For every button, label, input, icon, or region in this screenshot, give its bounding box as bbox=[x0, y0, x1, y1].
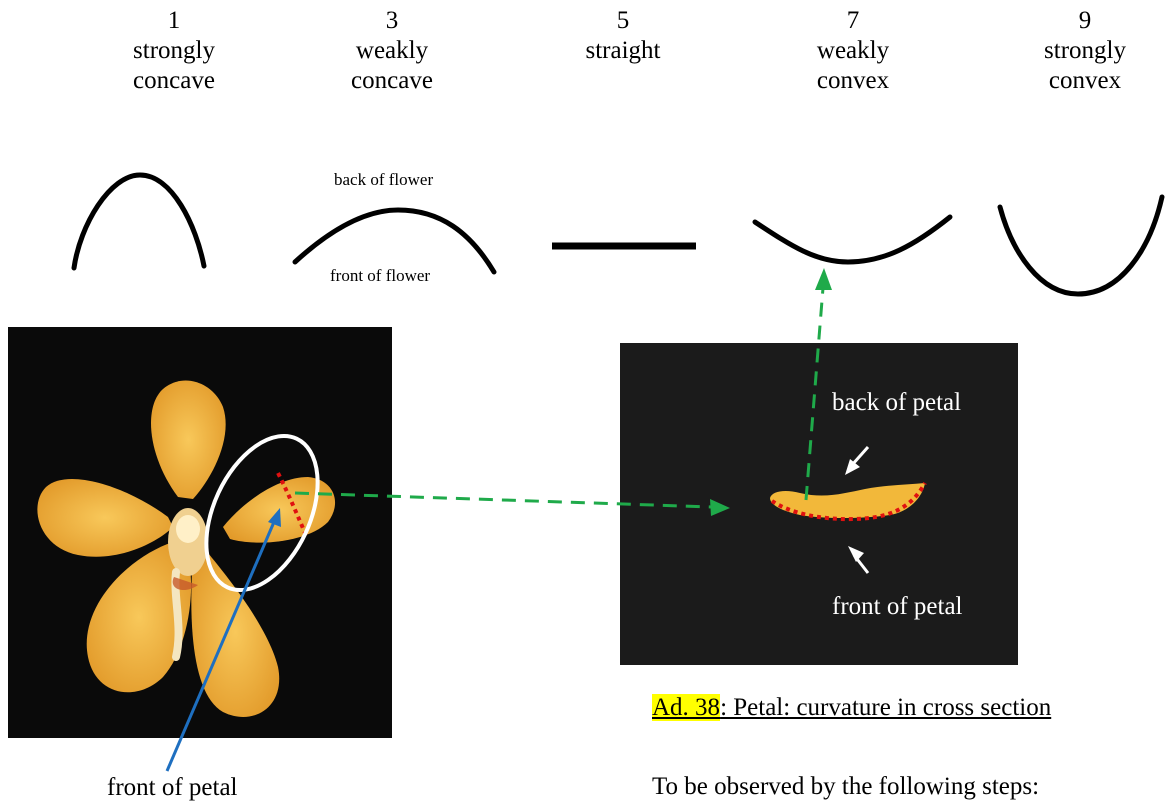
curvature-shapes bbox=[0, 0, 1167, 320]
arrow-back-of-petal bbox=[852, 447, 868, 465]
label-front-of-petal-flower: front of petal bbox=[107, 774, 238, 802]
curve-weakly-concave bbox=[295, 210, 494, 272]
lower-right-sepal bbox=[191, 547, 279, 717]
label-front-of-flower: front of flower bbox=[330, 266, 430, 286]
curve-strongly-concave bbox=[74, 175, 204, 268]
caption-heading: Ad. 38: Petal: curvature in cross sectio… bbox=[652, 693, 1051, 723]
left-petal bbox=[37, 479, 173, 557]
petal-cross-section-photo: back of petal front of petal bbox=[620, 343, 1018, 665]
label-back-of-flower: back of flower bbox=[334, 170, 433, 190]
caption-title: : Petal: curvature in cross section bbox=[720, 694, 1051, 721]
steps-intro: To be observed by the following steps: bbox=[652, 772, 1039, 802]
curve-weakly-convex bbox=[755, 217, 950, 262]
label-back-of-petal: back of petal bbox=[832, 389, 961, 417]
dorsal-sepal bbox=[151, 381, 226, 499]
label-front-of-petal: front of petal bbox=[832, 593, 963, 621]
flower-illustration bbox=[8, 327, 392, 738]
flower-photo bbox=[8, 327, 392, 738]
ad-reference: Ad. 38 bbox=[652, 694, 720, 721]
curve-strongly-convex bbox=[1000, 197, 1162, 294]
